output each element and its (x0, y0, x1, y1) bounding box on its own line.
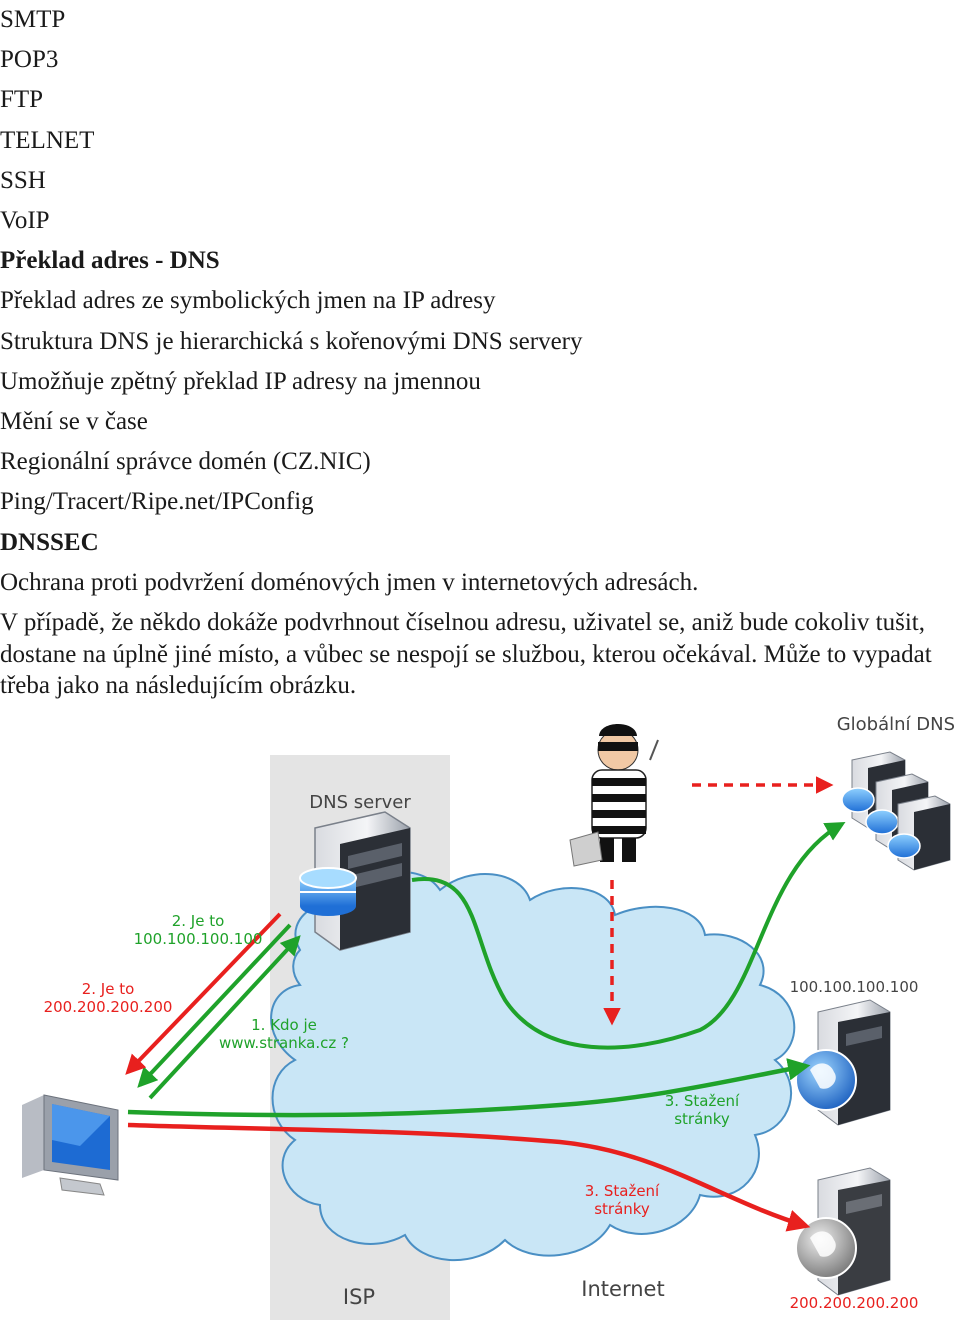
red-download-arrow (127, 1122, 811, 1232)
dns-point-4: Mění se v čase (0, 408, 148, 436)
dns-spoofing-diagram: Globální DNS DNS server ISP Internet 100… (0, 700, 960, 1320)
dnssec-summary: Ochrana proti podvržení doménových jmen … (0, 568, 699, 596)
global-dns-query-arrow (411, 822, 846, 1050)
dnssec-paragraph: V případě, že někdo dokáže podvrhnout čí… (0, 609, 932, 700)
bad-web-server-icon (795, 1167, 891, 1296)
global-dns-label: Globální DNS (837, 714, 955, 735)
query-label-2: www.stranka.cz ? (219, 1034, 349, 1052)
dns-server-icon (299, 811, 411, 951)
internet-label: Internet (581, 1277, 664, 1301)
dns-point-6: Ping/Tracert/Ripe.net/IPConfig (0, 488, 314, 516)
dns-point-2: Struktura DNS je hierarchická s kořenový… (0, 327, 583, 355)
heading-dnssec: DNSSEC (0, 528, 99, 556)
desktop-computer-icon (22, 1094, 119, 1196)
protocol-ftp: FTP (0, 86, 44, 114)
internet-cloud (270, 871, 796, 1261)
red-download-label-2: stránky (594, 1200, 650, 1218)
server-cluster-icon (841, 751, 951, 871)
red-reply-label-2: 200.200.200.200 (44, 998, 173, 1016)
green-download-label-2: stránky (674, 1110, 730, 1128)
isp-label: ISP (343, 1285, 375, 1309)
red-reply-label-1: 2. Je to (82, 980, 135, 998)
heading-dns: Překlad adres - DNS (0, 247, 220, 275)
red-download-label-1: 3. Stažení (585, 1182, 660, 1200)
good-web-server-icon (795, 999, 891, 1126)
burglar-icon (569, 724, 659, 867)
red-reply-arrow (125, 912, 282, 1075)
dns-point-1: Překlad adres ze symbolických jmen na IP… (0, 287, 496, 315)
protocol-ssh: SSH (0, 166, 46, 194)
dns-point-3: Umožňuje zpětný překlad IP adresy na jme… (0, 367, 481, 395)
document-body: SMTP POP3 FTP TELNET SSH VoIP Překlad ad… (0, 6, 932, 700)
dns-server-label: DNS server (309, 792, 411, 813)
good-server-ip: 100.100.100.100 (790, 978, 919, 996)
query-arrow (148, 935, 301, 1100)
query-label-1: 1. Kdo je (251, 1016, 317, 1034)
bad-server-ip: 200.200.200.200 (790, 1294, 919, 1312)
green-download-label-1: 3. Stažení (665, 1092, 740, 1110)
green-download-arrow (127, 1058, 811, 1118)
green-reply-label-1: 2. Je to (172, 912, 225, 930)
dns-point-5: Regionální správce domén (CZ.NIC) (0, 448, 371, 476)
protocol-telnet: TELNET (0, 126, 95, 154)
protocol-voip: VoIP (0, 207, 50, 235)
protocol-smtp: SMTP (0, 6, 66, 33)
protocol-pop3: POP3 (0, 46, 59, 74)
green-reply-label-2: 100.100.100.100 (134, 930, 263, 948)
green-reply-arrow (137, 923, 292, 1088)
